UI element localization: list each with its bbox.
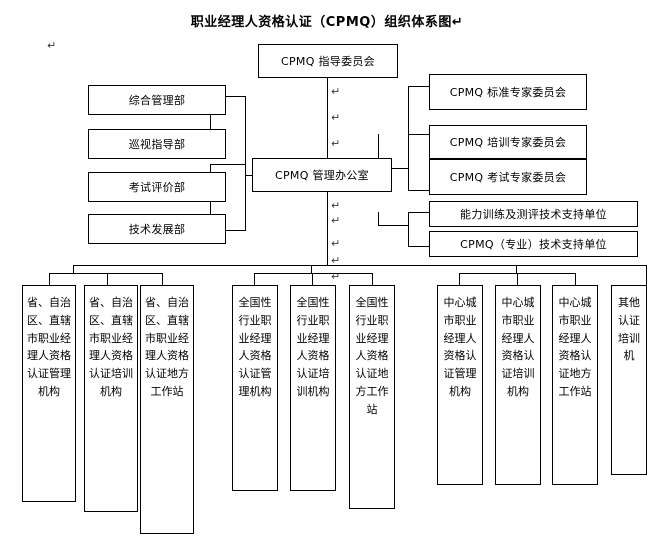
connector-group3-item-3 [575,273,576,285]
node-central-city-training-agency-label: 中心城市职业经理人资格认证培训机构 [501,296,535,399]
node-support-unit-ability-training[interactable]: 能力训练及测评技术支持单位 [429,201,638,227]
connector-group2-item-1 [254,273,255,285]
page-title-text: 职业经理人资格认证（CPMQ）组织体系图 [190,15,452,30]
node-support-unit-professional-label: CPMQ（专业）技术支持单位 [460,238,607,251]
connector-group3-item-2 [517,273,518,285]
connector-support-bus [408,212,409,246]
connector-group1-item-3 [162,273,163,285]
node-central-city-local-station[interactable]: 中心城市职业经理人资格认证地方工作站 [552,285,598,485]
connector-support-1 [408,212,430,213]
node-national-industry-management-agency-label: 全国性行业职业经理人资格认证管理机构 [238,296,272,399]
node-central-city-training-agency[interactable]: 中心城市职业经理人资格认证培训机构 [495,285,541,485]
node-province-certification-management-agency[interactable]: 省、自治区、直辖市职业经理人资格认证管理机构 [22,285,76,502]
node-province-certification-local-station[interactable]: 省、自治区、直辖市职业经理人资格认证地方工作站 [140,285,194,534]
node-department-technology-development-label: 技术发展部 [128,223,186,236]
connector-support-2 [408,246,430,247]
connector-group1-item-1 [49,273,50,285]
node-department-general-management[interactable]: 综合管理部 [88,85,226,115]
node-national-industry-management-agency[interactable]: 全国性行业职业经理人资格认证管理机构 [232,285,278,491]
connector-group2-item-2 [312,273,313,285]
node-national-industry-training-agency-label: 全国性行业职业经理人资格认证培训机构 [296,296,330,399]
node-expert-committee-standards[interactable]: CPMQ 标准专家委员会 [429,74,587,110]
connector-department-1 [210,96,246,97]
connector-expert-bus [408,86,409,191]
paragraph-mark-spine-2: ↵ [331,111,341,124]
paragraph-mark-stray: ↵ [47,39,57,52]
connector-group-drop-1 [73,265,74,273]
node-central-city-local-station-label: 中心城市职业经理人资格认证地方工作站 [558,296,592,399]
node-department-inspection-guidance-label: 巡视指导部 [128,138,186,151]
connector-group1-bus [49,273,162,274]
node-other-certification-training-agency[interactable]: 其他认证培训机 [611,285,647,475]
connector-group2-item-3 [372,273,373,285]
node-other-certification-training-agency-label: 其他认证培训机 [618,296,640,363]
node-national-industry-local-station-label: 全国性行业职业经理人资格认证地方工作站 [355,296,389,416]
node-department-general-management-label: 综合管理部 [128,94,186,107]
paragraph-mark-spine-5: ↵ [331,199,341,212]
paragraph-mark-spine-3: ↵ [331,137,341,150]
paragraph-mark-spine-1: ↵ [331,85,341,98]
connector-group2-bus [254,273,372,274]
paragraph-mark-spine-7: ↵ [331,237,341,250]
connector-group-drop-4 [646,265,647,285]
connector-office-out-expert-vert [378,134,379,168]
connector-expert-3 [408,190,430,191]
connector-office-out-support-vert [378,212,379,225]
node-steering-committee[interactable]: CPMQ 指导委员会 [258,44,398,78]
connector-office-in-left [245,175,253,176]
title-paragraph-mark: ↵ [451,15,464,30]
page-title: 职业经理人资格认证（CPMQ）组织体系图↵ [0,11,654,30]
node-management-office-label: CPMQ 管理办公室 [275,169,369,182]
connector-group1-item-2 [107,273,108,285]
paragraph-mark-spine-8: ↵ [331,254,341,267]
connector-group3-item-1 [459,273,460,285]
node-national-industry-local-station[interactable]: 全国性行业职业经理人资格认证地方工作站 [349,285,395,509]
connector-expert-1 [408,86,430,87]
node-expert-committee-training-label: CPMQ 培训专家委员会 [449,136,567,149]
node-management-office[interactable]: CPMQ 管理办公室 [252,158,392,192]
node-support-unit-ability-training-label: 能力训练及测评技术支持单位 [460,208,607,221]
node-province-certification-training-agency-label: 省、自治区、直辖市职业经理人资格认证培训机构 [89,296,133,399]
connector-group-drop-3 [516,265,517,273]
node-department-technology-development[interactable]: 技术发展部 [88,214,226,244]
node-province-certification-training-agency[interactable]: 省、自治区、直辖市职业经理人资格认证培训机构 [84,285,138,512]
connector-bottom-bus [73,265,646,266]
node-central-city-management-agency[interactable]: 中心城市职业经理人资格认证管理机构 [437,285,483,485]
paragraph-mark-spine-6: ↵ [331,214,341,227]
connector-office-out-expert [378,168,408,169]
node-central-city-management-agency-label: 中心城市职业经理人资格认证管理机构 [443,296,477,399]
connector-office-out-support [378,225,408,226]
node-province-certification-local-station-label: 省、自治区、直辖市职业经理人资格认证地方工作站 [145,296,189,399]
node-expert-committee-training[interactable]: CPMQ 培训专家委员会 [429,125,587,159]
node-national-industry-training-agency[interactable]: 全国性行业职业经理人资格认证培训机构 [290,285,336,491]
node-steering-committee-label: CPMQ 指导委员会 [281,55,375,68]
connector-department-bus [245,96,246,230]
paragraph-mark-spine-9: ↵ [331,270,341,283]
connector-department-3 [210,230,246,231]
node-expert-committee-examination[interactable]: CPMQ 考试专家委员会 [429,159,587,195]
node-support-unit-professional[interactable]: CPMQ（专业）技术支持单位 [429,231,638,257]
connector-group-drop-2 [311,265,312,273]
connector-department-2 [210,164,246,165]
node-expert-committee-examination-label: CPMQ 考试专家委员会 [449,171,567,184]
connector-expert-2 [408,134,430,135]
node-department-exam-evaluation-label: 考试评价部 [128,181,186,194]
node-department-inspection-guidance[interactable]: 巡视指导部 [88,129,226,159]
node-department-exam-evaluation[interactable]: 考试评价部 [88,172,226,202]
node-expert-committee-standards-label: CPMQ 标准专家委员会 [449,86,567,99]
node-province-certification-management-agency-label: 省、自治区、直辖市职业经理人资格认证管理机构 [27,296,71,399]
